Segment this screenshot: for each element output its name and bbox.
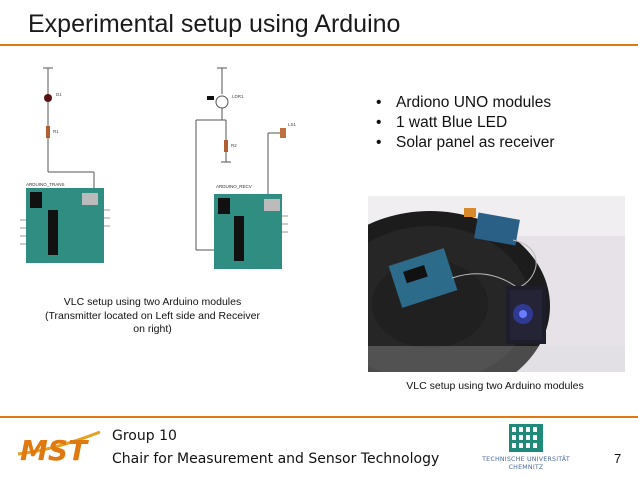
university-name-line1: TECHNISCHE UNIVERSITÄT bbox=[482, 456, 570, 463]
schematic-caption: VLC setup using two Arduino modules (Tra… bbox=[45, 296, 260, 335]
footer-divider bbox=[0, 416, 638, 418]
photo-caption: VLC setup using two Arduino modules bbox=[406, 380, 584, 392]
tu-chemnitz-logo: TECHNISCHE UNIVERSITÄT CHEMNITZ bbox=[476, 424, 576, 472]
solar-panel-photo bbox=[506, 286, 546, 344]
resistor-r2-label: R2 bbox=[231, 143, 237, 148]
buzzer-label: LS1 bbox=[288, 122, 297, 127]
mst-logo: MST bbox=[17, 430, 101, 467]
resistor-r2 bbox=[224, 140, 228, 152]
chair-label: Chair for Measurement and Sensor Technol… bbox=[112, 451, 440, 467]
page-number: 7 bbox=[614, 451, 622, 466]
university-name-line2: CHEMNITZ bbox=[508, 464, 544, 471]
tu-building-icon bbox=[509, 424, 543, 452]
bullet-marker: • bbox=[376, 134, 382, 151]
bullet-text: 1 watt Blue LED bbox=[396, 114, 508, 131]
resistor-r1-label: R1 bbox=[53, 129, 59, 134]
bullet-marker: • bbox=[376, 94, 382, 111]
feature-list: • Ardiono UNO modules • 1 watt Blue LED • S… bbox=[370, 93, 555, 153]
led-symbol bbox=[44, 94, 52, 102]
resistor-r1 bbox=[46, 126, 50, 138]
buzzer-symbol bbox=[280, 128, 286, 138]
bullet-text: Ardiono UNO modules bbox=[396, 94, 552, 111]
bullet-item: • Ardiono UNO modules bbox=[370, 93, 555, 113]
circuit-schematic: D1 R1 ARDUINO_TRANS LDR1 R2 LS bbox=[20, 67, 297, 269]
arduino-board-distant bbox=[464, 208, 520, 246]
ldr-label: LDR1 bbox=[232, 94, 244, 99]
arduino-board-photo bbox=[388, 248, 458, 308]
mst-logo-text: MST bbox=[20, 434, 89, 467]
bullet-item: • Solar panel as receiver bbox=[370, 133, 555, 153]
bullet-text: Solar panel as receiver bbox=[396, 134, 555, 151]
transmitter-label: ARDUINO_TRANS bbox=[26, 182, 65, 187]
bullet-marker: • bbox=[376, 114, 382, 131]
receiver-label: ARDUINO_RECV bbox=[216, 184, 252, 189]
led-label: D1 bbox=[56, 92, 62, 97]
setup-photo bbox=[368, 196, 625, 372]
title-divider bbox=[0, 44, 638, 46]
ldr-symbol bbox=[215, 95, 229, 109]
group-label: Group 10 bbox=[112, 428, 177, 444]
bullet-item: • 1 watt Blue LED bbox=[370, 113, 555, 133]
receiver-circuit: LDR1 R2 LS1 ARDUINO_RECV bbox=[195, 67, 297, 269]
transmitter-circuit: D1 R1 ARDUINO_TRANS bbox=[20, 67, 110, 263]
slide-title: Experimental setup using Arduino bbox=[28, 10, 401, 38]
